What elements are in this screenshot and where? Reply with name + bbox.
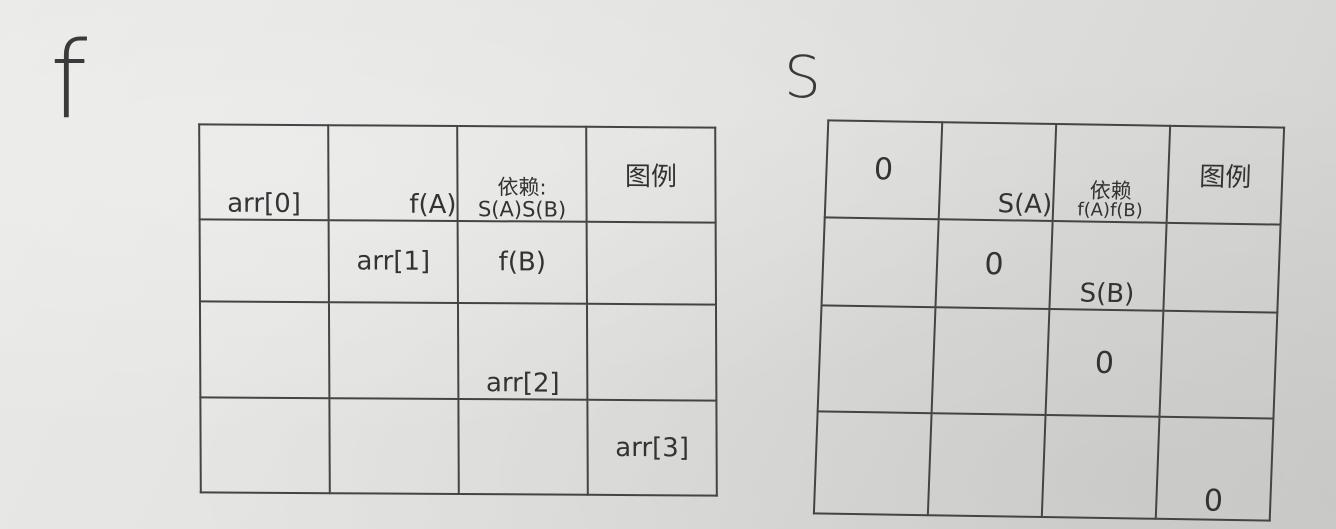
f-cell-fb: f(B) xyxy=(457,221,587,304)
cell-text: 0 xyxy=(1094,345,1115,381)
table-cell xyxy=(821,217,939,308)
table-row: arr[0] f(A) 依赖: S(A)S(B) 图例 xyxy=(199,124,716,223)
table-cell xyxy=(931,307,1050,415)
f-cell-arr1: arr[1] xyxy=(328,220,458,304)
s-cell-zero-2: 0 xyxy=(1045,309,1164,417)
table-row: arr[2] xyxy=(199,301,717,401)
table-cell xyxy=(1041,414,1160,519)
dependency-values: S(A)S(B) xyxy=(477,197,567,222)
table-cell xyxy=(1163,222,1281,313)
table-row: 0 S(B) xyxy=(821,217,1281,313)
table-row: 0 xyxy=(813,411,1274,521)
f-cell-arr2: arr[2] xyxy=(457,303,588,400)
f-header-dependency: 依赖: S(A)S(B) xyxy=(457,126,587,222)
table-cell xyxy=(817,305,936,414)
table-cell xyxy=(1159,310,1278,419)
cell-text: arr[0] xyxy=(227,188,301,220)
table-cell xyxy=(927,413,1046,517)
table-row: 0 S(A) 依赖 f(A)f(B) 图例 xyxy=(824,120,1285,225)
cell-text: arr[3] xyxy=(615,432,690,463)
table-cell xyxy=(328,302,459,399)
s-cell-sb: S(B) xyxy=(1049,221,1167,311)
table-cell xyxy=(199,219,329,303)
table-cell xyxy=(329,398,459,494)
cell-text: S(B) xyxy=(1079,278,1135,310)
cell-text: f(A) xyxy=(409,189,457,220)
table-row: 0 xyxy=(817,305,1278,419)
f-header-legend: 图例 xyxy=(586,126,716,223)
f-header-fa: f(A) xyxy=(328,125,458,222)
cell-text: arr[2] xyxy=(485,368,560,399)
table-cell xyxy=(199,301,330,399)
table-row: arr[3] xyxy=(200,397,717,496)
table-row: arr[1] f(B) xyxy=(199,219,716,305)
cell-text: 0 xyxy=(1203,483,1224,519)
dependency-values: f(A)f(B) xyxy=(1076,199,1144,222)
cell-text: 0 xyxy=(873,152,894,188)
cell-text: 0 xyxy=(983,246,1005,282)
f-table: arr[0] f(A) 依赖: S(A)S(B) 图例 arr[1] f(B) … xyxy=(198,123,718,496)
dependency-label: 依赖: xyxy=(497,175,547,200)
s-header-dependency: 依赖 f(A)f(B) xyxy=(1052,124,1171,223)
s-cell-zero-1: 0 xyxy=(935,219,1053,310)
f-cell-arr3: arr[3] xyxy=(587,399,717,496)
table-cell xyxy=(458,398,588,495)
s-header-legend: 图例 xyxy=(1166,125,1285,225)
s-header-sa: S(A) xyxy=(938,122,1057,222)
table-cell xyxy=(200,397,330,494)
s-cell-zero-3: 0 xyxy=(1155,416,1274,521)
table-cell xyxy=(586,303,717,401)
s-table-title: S xyxy=(784,43,821,111)
f-header-arr0: arr[0] xyxy=(199,124,329,221)
f-table-title: f xyxy=(50,19,88,142)
cell-text: arr[1] xyxy=(356,246,431,277)
cell-text: S(A) xyxy=(997,189,1053,220)
cell-text: 图例 xyxy=(624,162,677,193)
s-header-zero: 0 xyxy=(824,120,943,220)
table-cell xyxy=(586,221,716,305)
s-table: 0 S(A) 依赖 f(A)f(B) 图例 0 S(B) 0 xyxy=(813,119,1285,521)
cell-text: 图例 xyxy=(1198,162,1252,194)
cell-text: f(B) xyxy=(498,247,547,278)
table-cell xyxy=(813,411,932,516)
